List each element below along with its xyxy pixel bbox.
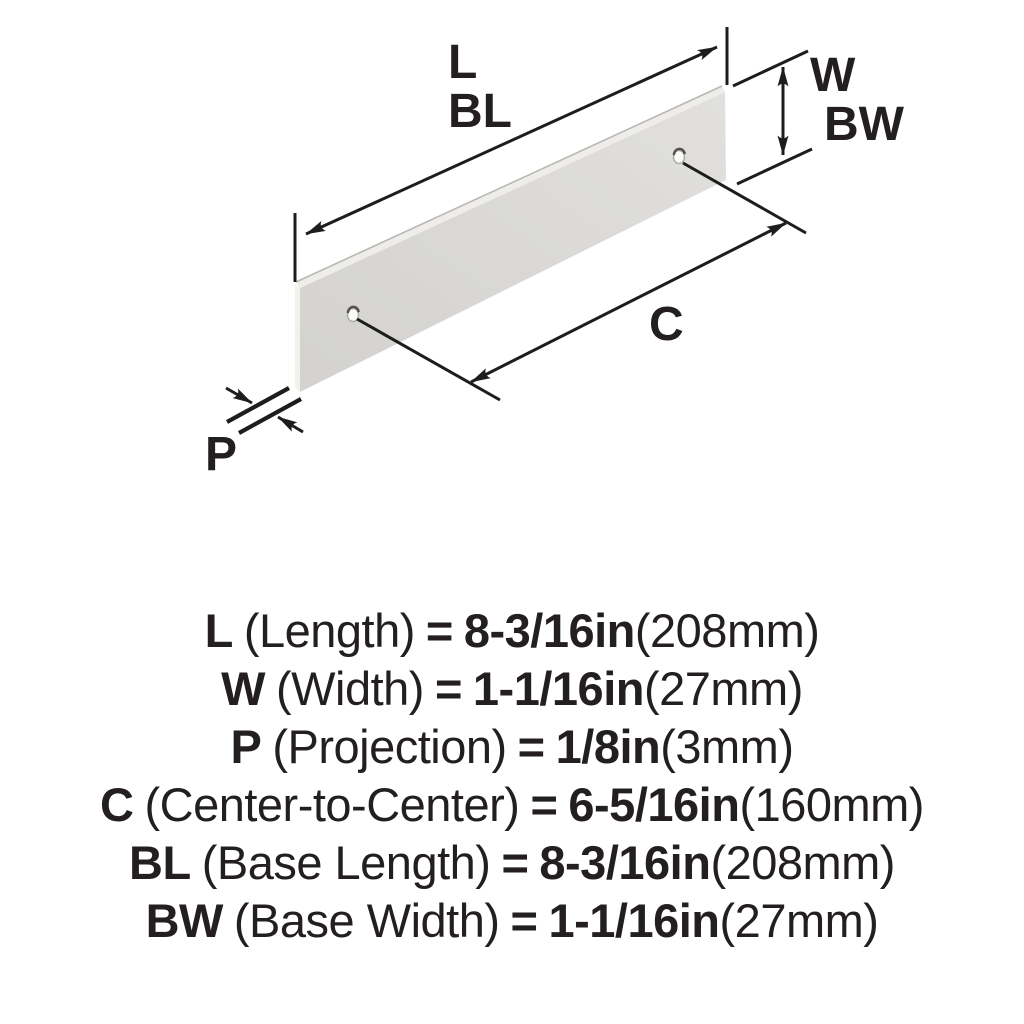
label-center-to-center: C xyxy=(649,298,684,351)
spec-value: 1/8in xyxy=(555,720,661,773)
spec-name: (Base Width) xyxy=(233,894,500,947)
spec-value: 6-5/16in xyxy=(568,778,740,831)
dim-length: L BL xyxy=(293,27,729,282)
spec-code: BW xyxy=(145,894,224,947)
dim-projection-line-lower xyxy=(237,397,303,435)
spec-line-base-width: BW(Base Width)=1-1/16in(27mm) xyxy=(0,892,1024,950)
spec-value: 8-3/16in xyxy=(539,836,711,889)
spec-line-width: W(Width)=1-1/16in(27mm) xyxy=(0,660,1024,718)
dim-projection-arrow-lower xyxy=(277,415,304,434)
dim-width: W BW xyxy=(732,49,905,186)
dim-center-ext-right xyxy=(682,161,807,235)
spec-value: 1-1/16in xyxy=(548,894,720,947)
spec-metric: (3mm) xyxy=(660,720,794,773)
dim-center-to-center: C xyxy=(356,161,807,402)
spec-code: P xyxy=(230,720,262,773)
spec-equals: = xyxy=(501,836,529,889)
spec-equals: = xyxy=(517,720,545,773)
screw-hole-left xyxy=(346,305,360,323)
spec-value: 1-1/16in xyxy=(472,662,645,715)
spec-name: (Projection) xyxy=(272,720,507,773)
spec-code: W xyxy=(221,662,266,715)
spec-line-length: L(Length)=8-3/16in(208mm) xyxy=(0,602,1024,660)
spec-name: (Base Length) xyxy=(201,836,491,889)
label-projection: P xyxy=(205,428,237,481)
dim-center-arrow xyxy=(470,221,787,384)
spec-name: (Center-to-Center) xyxy=(144,778,520,831)
label-base-length: BL xyxy=(448,85,512,138)
dimension-diagram: L BL W BW C P xyxy=(205,27,905,481)
dim-width-tick-lower xyxy=(736,147,813,186)
spec-metric: (208mm) xyxy=(634,604,820,657)
spec-metric: (27mm) xyxy=(719,894,879,947)
dim-width-tick-upper xyxy=(732,49,809,88)
label-length: L xyxy=(448,36,477,89)
spec-metric: (160mm) xyxy=(739,778,924,831)
spec-code: C xyxy=(100,778,134,831)
spec-code: BL xyxy=(129,836,191,889)
spec-line-projection: P(Projection)=1/8in(3mm) xyxy=(0,718,1024,776)
screw-hole-right xyxy=(672,147,686,165)
label-width: W xyxy=(810,49,856,102)
dim-projection-arrow-upper xyxy=(225,386,253,405)
spec-equals: = xyxy=(434,662,462,715)
spec-line-base-length: BL(Base Length)=8-3/16in(208mm) xyxy=(0,834,1024,892)
spec-value: 8-3/16in xyxy=(463,604,636,657)
dim-projection-line-upper xyxy=(225,386,291,424)
dim-length-arrow xyxy=(305,45,718,236)
spec-code: L xyxy=(204,604,234,657)
spec-equals: = xyxy=(425,604,453,657)
spec-equals: = xyxy=(510,894,538,947)
spec-equals: = xyxy=(530,778,558,831)
label-base-width: BW xyxy=(824,98,905,151)
spec-line-center-to-center: C(Center-to-Center)=6-5/16in(160mm) xyxy=(0,776,1024,834)
dim-center-ext-left xyxy=(356,317,501,402)
spec-name: (Length) xyxy=(243,604,416,657)
spec-name: (Width) xyxy=(276,662,424,715)
dim-projection: P xyxy=(205,386,304,481)
spec-metric: (27mm) xyxy=(643,662,803,715)
spec-list: L(Length)=8-3/16in(208mm) W(Width)=1-1/1… xyxy=(0,602,1024,950)
spec-metric: (208mm) xyxy=(710,836,895,889)
plate-left-edge xyxy=(295,284,300,392)
